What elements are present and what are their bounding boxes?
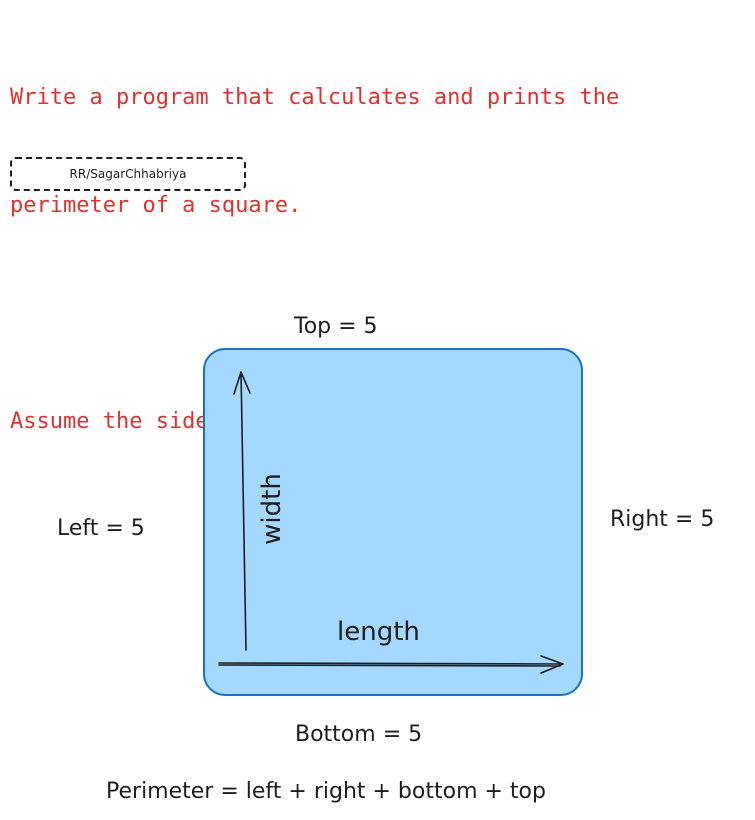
problem-line-2: perimeter of a square.: [10, 193, 302, 218]
right-label: Right = 5: [610, 507, 715, 532]
top-label: Top = 5: [294, 314, 378, 339]
square-shape: [203, 348, 583, 696]
bottom-label: Bottom = 5: [295, 722, 423, 747]
credit-box: RR/SagarChhabriya: [10, 157, 246, 191]
left-label: Left = 5: [57, 516, 145, 541]
problem-statement: Write a program that calculates and prin…: [10, 8, 740, 476]
length-arrow: [218, 655, 564, 674]
problem-line-1: Write a program that calculates and prin…: [10, 85, 620, 110]
length-label: length: [337, 617, 420, 647]
width-arrow: [233, 371, 251, 651]
perimeter-formula: Perimeter = left + right + bottom + top: [106, 779, 546, 804]
